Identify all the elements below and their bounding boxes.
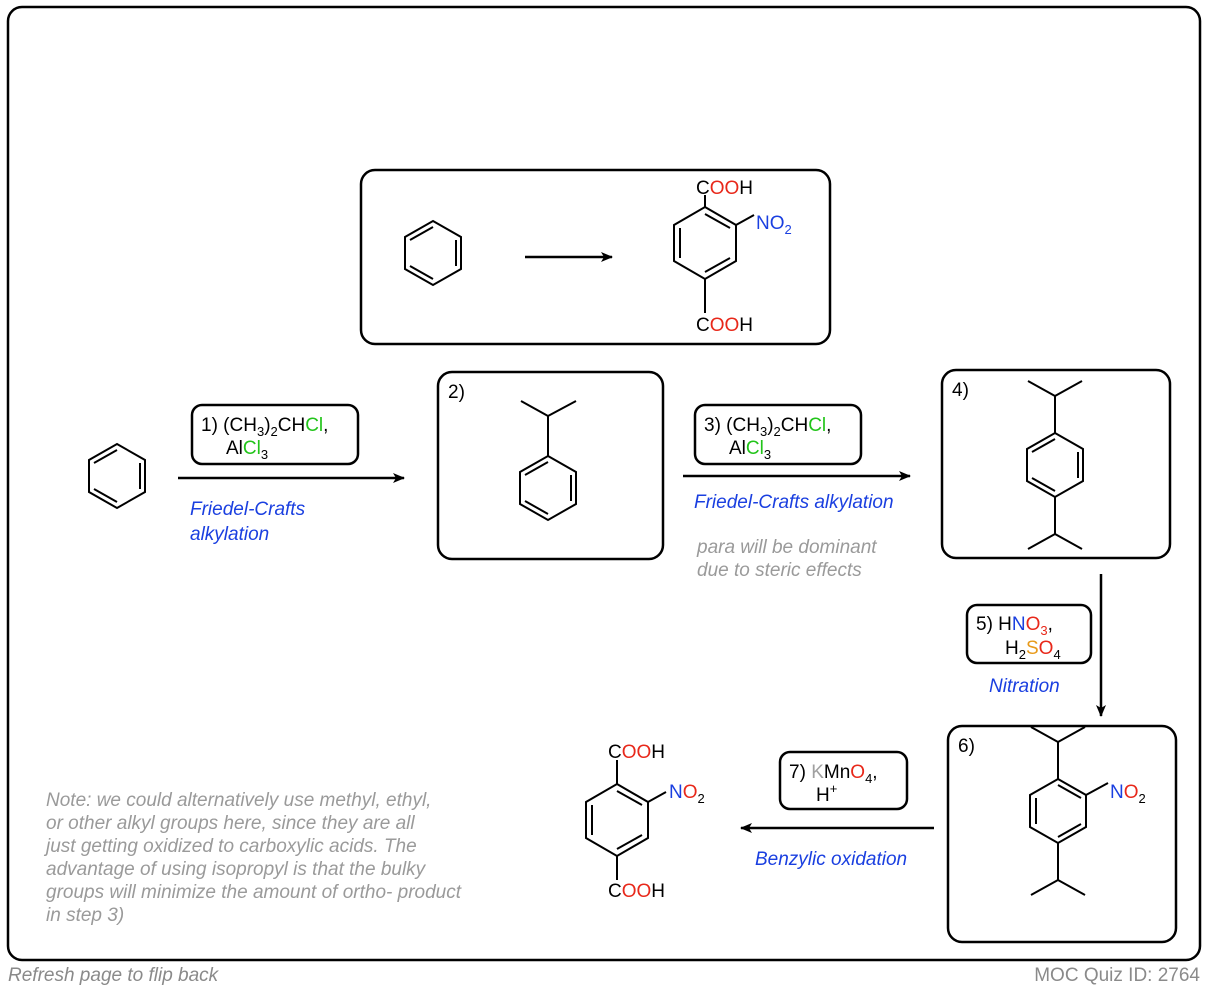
summary-product-ring <box>673 195 755 313</box>
step4-number: 4) <box>952 380 969 401</box>
final-product: COOH NO2 COOH <box>585 742 705 902</box>
note-line-4: advantage of using isopropyl is that the… <box>46 859 427 880</box>
step5: 5) HNO3, H2SO4 Nitration <box>965 574 1106 717</box>
summary-benzene <box>404 219 462 287</box>
step4-box: 4) <box>940 368 1172 560</box>
summary-top-cooh: COOH <box>696 178 753 199</box>
start-benzene <box>88 442 146 510</box>
step3-note-line2: due to steric effects <box>697 560 862 581</box>
nitro-diisopropylbenzene-structure <box>1029 726 1109 896</box>
final-nitro: NO2 <box>669 782 705 806</box>
footer-flip-hint[interactable]: Refresh page to flip back <box>8 965 220 986</box>
note-line-1: Note: we could alternatively use methyl,… <box>46 790 431 811</box>
outer-frame <box>6 5 1202 962</box>
step5-name: Nitration <box>989 676 1060 697</box>
step3-note-line1: para will be dominant <box>696 537 877 558</box>
step3: 3) (CH3)2CHCl, AlCl3 Friedel-Crafts alky… <box>683 403 911 581</box>
final-top-cooh: COOH <box>608 742 665 763</box>
note-line-3: just getting oxidized to carboxylic acid… <box>43 836 417 857</box>
step1-reagent-box <box>190 403 360 466</box>
step7-reagent-line2: H+ <box>816 781 837 806</box>
step6-number: 6) <box>958 736 975 757</box>
step5-reagent-line2: H2SO4 <box>1005 638 1061 662</box>
step3-name: Friedel-Crafts alkylation <box>694 492 894 513</box>
step1-reagent-line2: AlCl3 <box>226 438 268 462</box>
step2-box: 2) <box>436 370 665 561</box>
step7-reagent-line1: 7) KMnO4, <box>789 762 878 786</box>
step1-reagent-line1: 1) (CH3)2CHCl, <box>201 415 328 439</box>
summary-box: COOH NO2 COOH <box>359 168 832 346</box>
note-line-2: or other alkyl groups here, since they a… <box>46 813 415 834</box>
note-line-6: in step 3) <box>46 905 124 926</box>
summary-bottom-cooh: COOH <box>696 315 753 336</box>
step5-reagent-line1: 5) HNO3, <box>976 614 1053 638</box>
cumene-structure <box>519 400 577 522</box>
step1-name-line1: Friedel-Crafts <box>190 499 306 520</box>
note-line-5: groups will minimize the amount of ortho… <box>46 882 462 903</box>
step1-name-line2: alkylation <box>190 524 269 545</box>
step1: 1) (CH3)2CHCl, AlCl3 Friedel-Crafts alky… <box>178 403 405 545</box>
step3-reagent-line2: AlCl3 <box>729 438 771 462</box>
step3-reagent-line1: 3) (CH3)2CHCl, <box>704 415 831 439</box>
step7-name: Benzylic oxidation <box>755 849 907 870</box>
step7-reagent-box <box>778 750 909 811</box>
footer-quiz-id: MOC Quiz ID: 2764 <box>1034 965 1200 986</box>
step5-reagent-box <box>965 603 1093 665</box>
summary-nitro: NO2 <box>756 213 792 237</box>
step3-reagent-box <box>693 403 863 466</box>
note-block: Note: we could alternatively use methyl,… <box>43 790 462 926</box>
step7: 7) KMnO4, H+ Benzylic oxidation <box>740 750 934 870</box>
step6-nitro: NO2 <box>1110 782 1146 806</box>
final-bottom-cooh: COOH <box>608 881 665 902</box>
final-product-ring <box>585 760 667 880</box>
step6-box: 6) NO2 <box>946 724 1178 944</box>
diisopropylbenzene-structure <box>1026 380 1084 550</box>
step2-number: 2) <box>448 382 465 403</box>
